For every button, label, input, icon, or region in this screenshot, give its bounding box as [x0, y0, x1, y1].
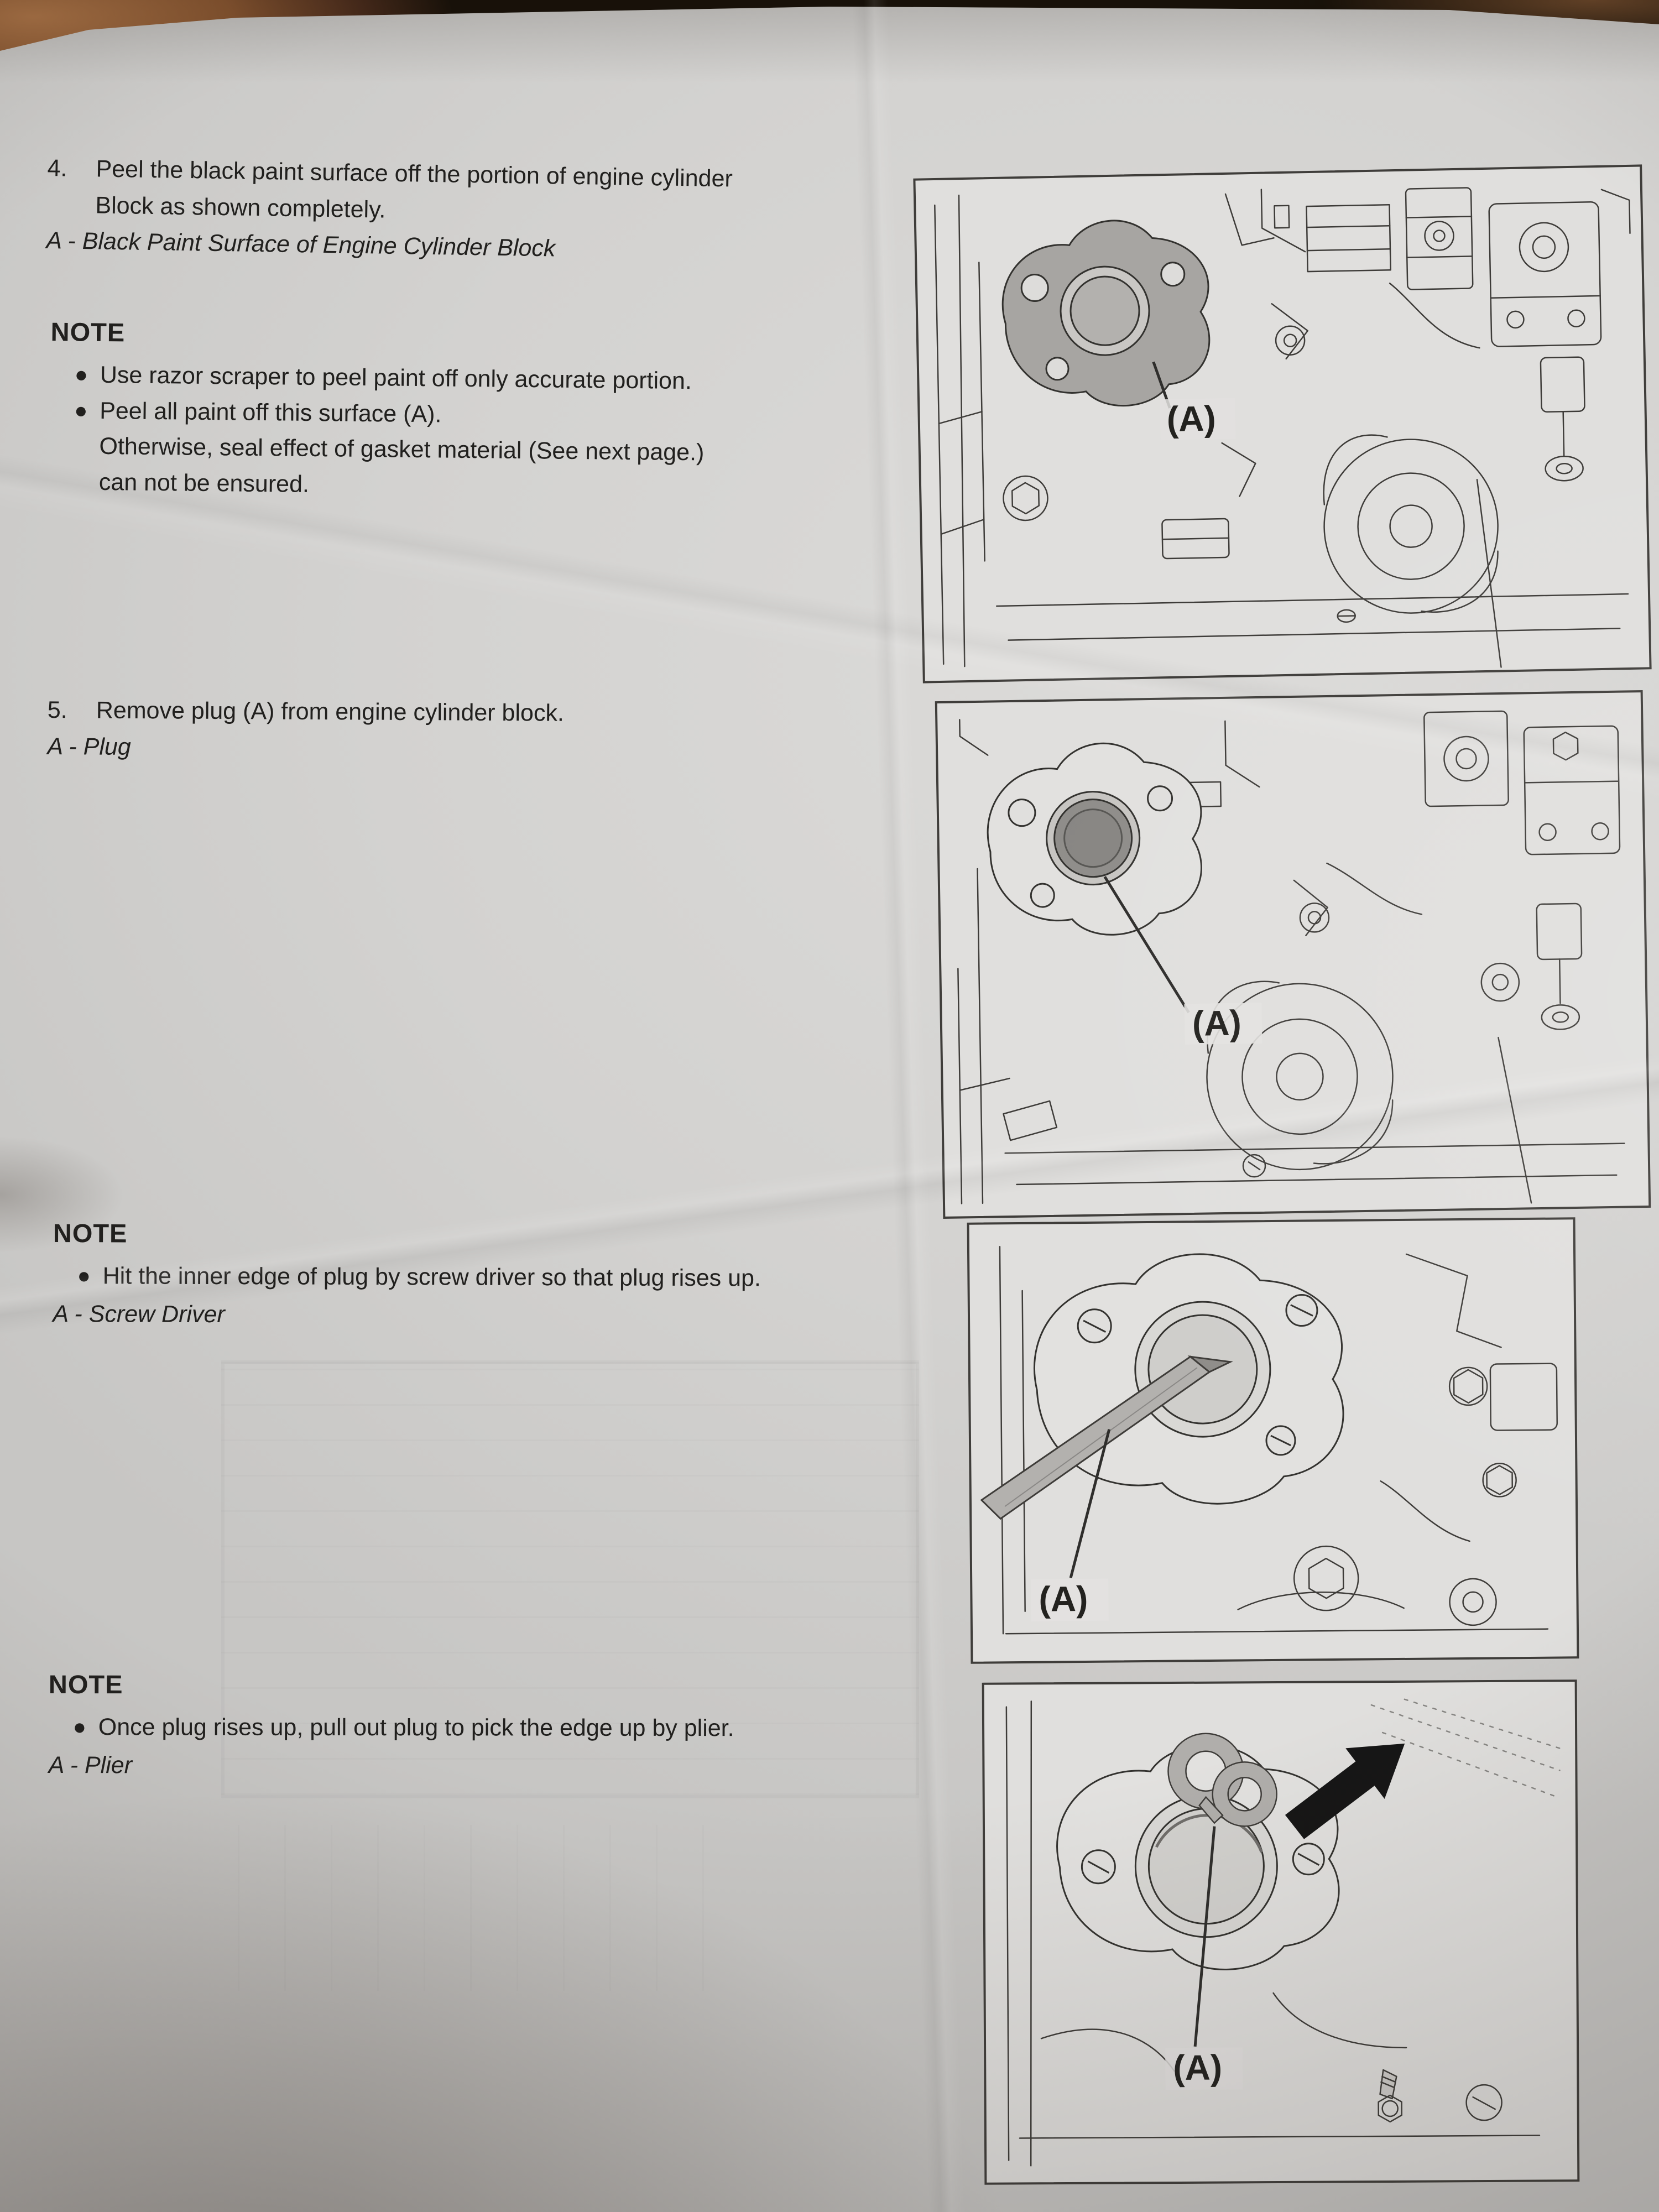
bolt-hole [1292, 1843, 1325, 1876]
step-5-number: 5. [47, 696, 67, 724]
note-2-title: NOTE [53, 1218, 128, 1248]
note-2-block: NOTE ● Hit the inner edge of plug by scr… [53, 1218, 960, 1331]
figure-1-label-a: (A) [1166, 398, 1216, 439]
note-3-caption: A - Plier [48, 1751, 133, 1778]
bolt-hole [1020, 274, 1049, 302]
screwdriver [980, 1355, 1233, 1520]
show-through-ghost [238, 1825, 735, 1991]
figure-1-illustration: (A) [934, 187, 1631, 668]
bolt-hole [1147, 785, 1173, 812]
step-4-text: Peel the black paint surface off the por… [96, 155, 733, 192]
step-4-caption: A - Black Paint Surface of Engine Cylind… [46, 227, 556, 262]
label-halo [1184, 1002, 1262, 1045]
figure-4-label-a: (A) [1173, 2048, 1222, 2088]
bolt-hole [1160, 262, 1186, 287]
label-halo [1160, 398, 1236, 441]
leader-line [1103, 876, 1190, 1014]
note-3-title: NOTE [48, 1670, 123, 1699]
engine-line-art [934, 187, 1631, 668]
engine-line-art [1005, 1698, 1561, 2167]
figure-screwdriver: (A) [967, 1217, 1579, 1664]
figure-4-illustration: (A) [1005, 1698, 1561, 2167]
figure-paint-surface: (A) [913, 164, 1652, 684]
label-halo [1165, 2047, 1243, 2090]
step-4-block: 4. Peel the black paint surface off the … [46, 153, 932, 268]
note-3-bullet-1: ● Once plug rises up, pull out plug to p… [49, 1709, 956, 1746]
engine-line-art [999, 1246, 1558, 1635]
leader-line [1069, 1428, 1111, 1578]
bullet-icon: ● [74, 398, 88, 423]
bullet-icon: ● [77, 1264, 91, 1288]
bullet-icon: ● [74, 362, 88, 387]
bolt-hole [1465, 2084, 1503, 2121]
figure-2-illustration: (A) [957, 710, 1625, 1204]
flange-with-plug [987, 742, 1202, 936]
step-5-line-1: 5. Remove plug (A) from engine cylinder … [48, 695, 910, 732]
figure-plug: (A) [935, 690, 1651, 1219]
bolt-hole [1045, 357, 1070, 381]
note-2-caption: A - Screw Driver [53, 1300, 225, 1328]
figure-3-illustration: (A) [980, 1246, 1558, 1635]
engine-line-art [957, 710, 1625, 1204]
leader-line [1193, 1826, 1216, 2047]
bolt-hole [1285, 1294, 1318, 1327]
flange-closeup [1056, 1744, 1340, 1970]
bolt-hole [1081, 1849, 1116, 1885]
bolt-hole [1030, 883, 1055, 908]
note-1-block: NOTE ● Use razor scraper to peel paint o… [49, 316, 958, 509]
stud-bolt [1378, 2069, 1402, 2123]
bullet-icon: ● [72, 1715, 87, 1740]
step-5-text: Remove plug (A) from engine cylinder blo… [96, 697, 565, 727]
arrow-icon [1285, 1743, 1405, 1839]
bolt-hole [1077, 1308, 1112, 1344]
step-5-block: 5. Remove plug (A) from engine cylinder … [47, 695, 910, 765]
step-5-caption: A - Plug [47, 733, 131, 760]
bolt-hole [1265, 1425, 1296, 1456]
note-1-title: NOTE [50, 316, 126, 347]
note-3-block: NOTE ● Once plug rises up, pull out plug… [49, 1669, 956, 1780]
step-4-number: 4. [47, 154, 67, 182]
figure-3-label-a: (A) [1039, 1579, 1088, 1619]
note-2-bullet-1: ● Hit the inner edge of plug by screw dr… [53, 1258, 960, 1297]
gasket-flange-painted [1001, 220, 1211, 407]
label-halo [1031, 1578, 1109, 1621]
bolt-hole [1008, 799, 1036, 827]
figure-plier: (A) [982, 1679, 1580, 2185]
figure-2-label-a: (A) [1192, 1003, 1241, 1043]
plier [1167, 1733, 1277, 1827]
